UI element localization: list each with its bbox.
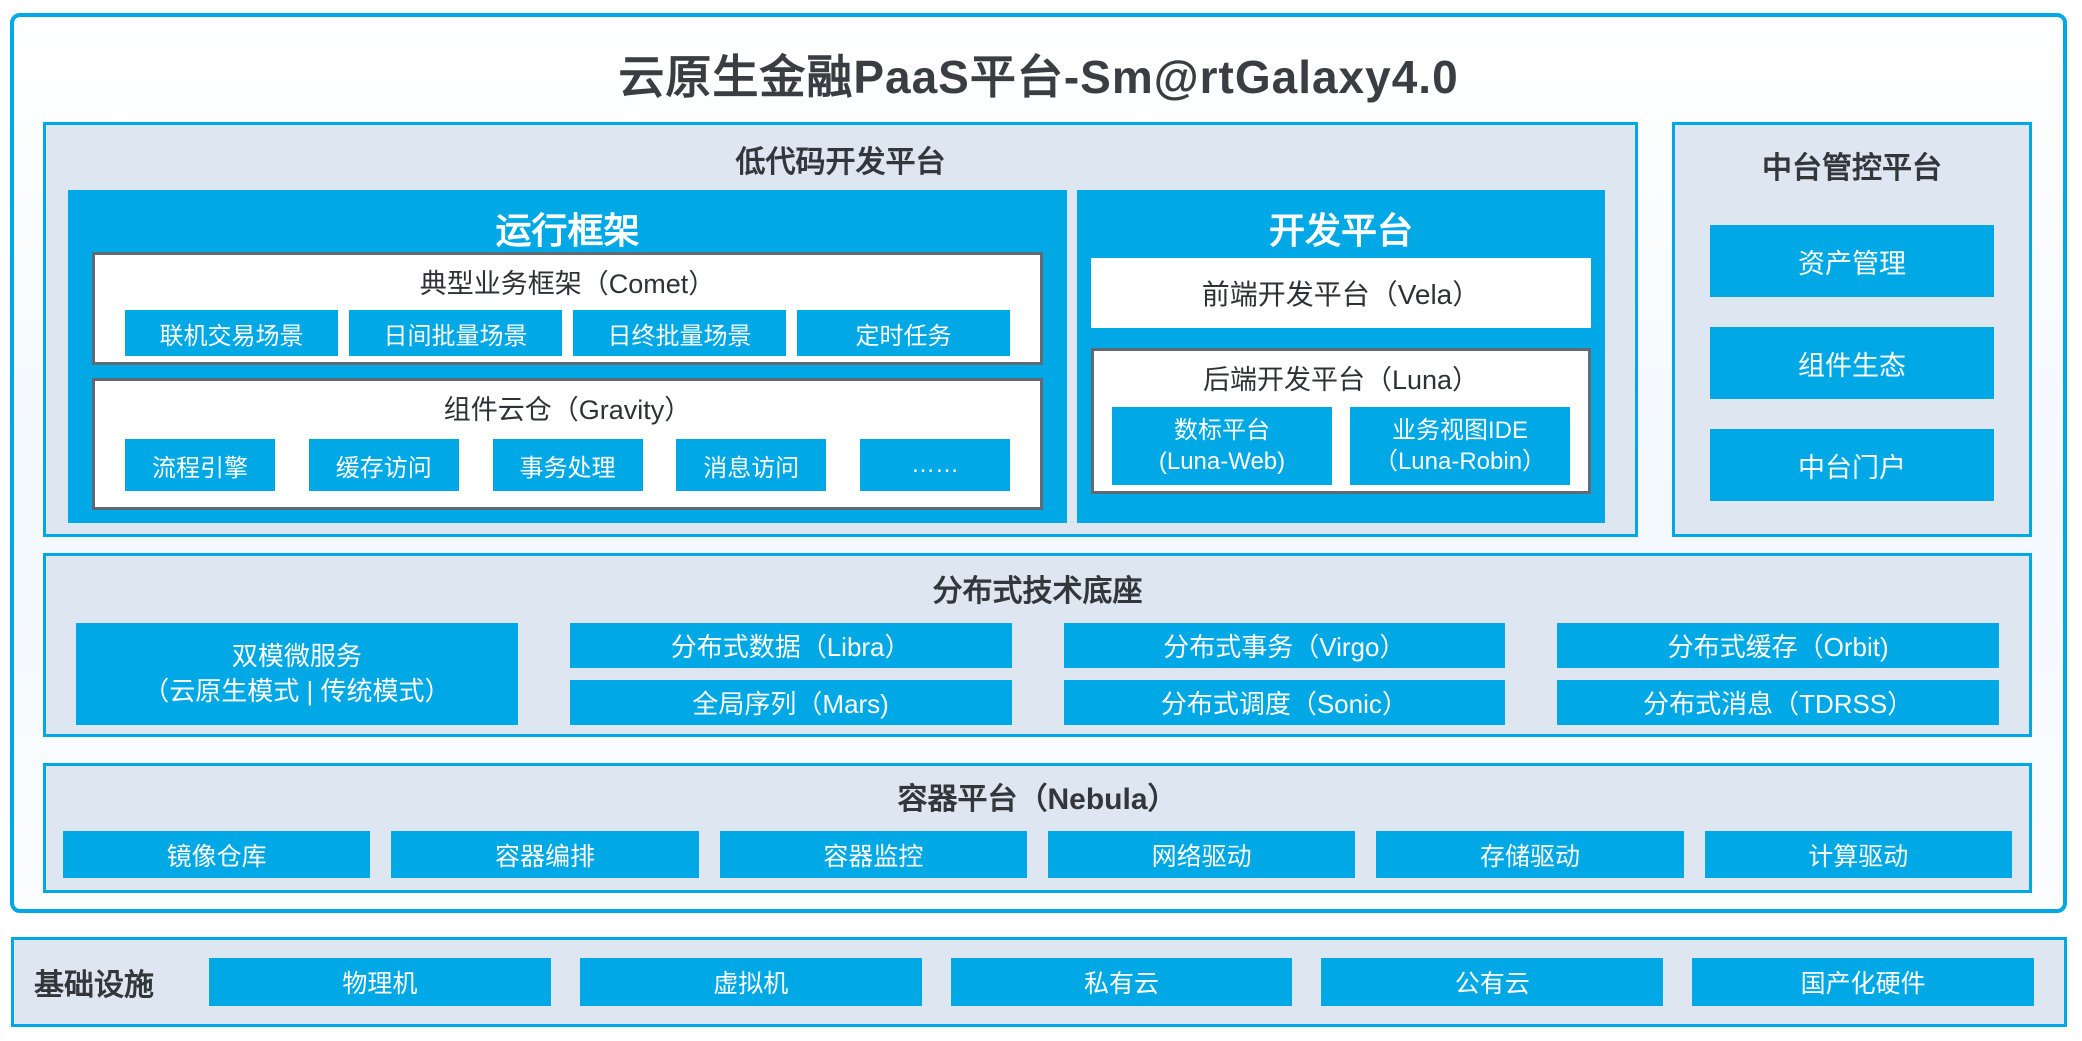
gravity-item: 消息访问	[676, 439, 827, 491]
dual-mode-microservice: 双模微服务 （云原生模式 | 传统模式）	[76, 623, 518, 725]
box-vela: 前端开发平台（Vela）	[1091, 258, 1591, 328]
gravity-item-more: ……	[860, 439, 1010, 491]
box-dev-platform: 开发平台 前端开发平台（Vela） 后端开发平台（Luna） 数标平台 (Lun…	[1077, 190, 1605, 523]
gravity-item: 流程引擎	[125, 439, 275, 491]
gravity-items-row: 流程引擎 缓存访问 事务处理 消息访问 ……	[95, 439, 1040, 491]
midplatform-item-asset: 资产管理	[1710, 225, 1994, 297]
luna-title: 后端开发平台（Luna）	[1202, 365, 1480, 395]
gravity-title: 组件云仓（Gravity）	[443, 395, 692, 425]
comet-item: 日间批量场景	[349, 310, 562, 356]
luna-item-robin-line1: 业务视图IDE	[1391, 416, 1528, 444]
luna-item-web-line2: (Luna-Web)	[1158, 448, 1286, 475]
infrastructure-items-row: 物理机 虚拟机 私有云 公有云 国产化硬件	[209, 958, 2034, 1006]
box-luna: 后端开发平台（Luna） 数标平台 (Luna-Web) 业务视图IDE （Lu…	[1091, 348, 1591, 494]
outer-frame: 云原生金融PaaS平台-Sm@rtGalaxy4.0 低代码开发平台 运行框架 …	[10, 13, 2067, 913]
luna-item-web-line1: 数标平台	[1174, 416, 1270, 444]
comet-item: 日终批量场景	[573, 310, 786, 356]
container-item-registry: 镜像仓库	[63, 831, 371, 878]
container-item-monitoring: 容器监控	[719, 831, 1027, 878]
comet-item: 定时任务	[797, 310, 1010, 356]
midplatform-item-ecosystem: 组件生态	[1710, 327, 1994, 399]
midplatform-title: 中台管控平台	[1762, 152, 1942, 185]
box-comet: 典型业务框架（Comet） 联机交易场景 日间批量场景 日终批量场景 定时任务	[92, 252, 1043, 365]
container-item-storage: 存储驱动	[1376, 831, 1684, 878]
runtime-title: 运行框架	[495, 210, 640, 251]
container-items-row: 镜像仓库 容器编排 容器监控 网络驱动 存储驱动 计算驱动	[46, 831, 2029, 878]
midplatform-item-portal: 中台门户	[1710, 429, 1994, 501]
infra-item-vm: 虚拟机	[579, 958, 922, 1006]
distributed-col-dual: 双模微服务 （云原生模式 | 传统模式）	[76, 623, 518, 725]
dev-title: 开发平台	[1268, 210, 1413, 251]
infra-item-private-cloud: 私有云	[950, 958, 1293, 1006]
distributed-col-2: 分布式事务（Virgo） 分布式调度（Sonic）	[1063, 623, 1506, 725]
dist-item-cache: 分布式缓存（Orbit)	[1557, 623, 1999, 668]
panel-distributed-base: 分布式技术底座 双模微服务 （云原生模式 | 传统模式） 分布式数据（Libra…	[43, 553, 2032, 737]
distributed-col-3: 分布式缓存（Orbit) 分布式消息（TDRSS）	[1557, 623, 1999, 725]
infra-item-physical: 物理机	[209, 958, 551, 1006]
dual-mode-line2: （云原生模式 | 传统模式）	[143, 676, 451, 706]
dist-item-scheduling: 分布式调度（Sonic）	[1063, 680, 1506, 725]
container-item-orchestration: 容器编排	[391, 831, 699, 878]
luna-item-robin: 业务视图IDE （Luna-Robin）	[1350, 407, 1570, 485]
dist-item-sequence: 全局序列（Mars)	[569, 680, 1012, 725]
dist-item-message: 分布式消息（TDRSS）	[1557, 680, 1999, 725]
dist-item-transaction: 分布式事务（Virgo）	[1063, 623, 1506, 668]
panel-infrastructure: 基础设施 物理机 虚拟机 私有云 公有云 国产化硬件	[11, 937, 2067, 1027]
gravity-item: 事务处理	[492, 439, 643, 491]
distributed-title: 分布式技术底座	[932, 575, 1143, 608]
container-platform-title: 容器平台（Nebula）	[897, 783, 1178, 816]
infra-item-public-cloud: 公有云	[1321, 958, 1664, 1006]
dual-mode-line1: 双模微服务	[231, 640, 362, 671]
comet-item: 联机交易场景	[125, 310, 338, 356]
box-gravity: 组件云仓（Gravity） 流程引擎 缓存访问 事务处理 消息访问 ……	[92, 378, 1043, 510]
infra-item-domestic-hw: 国产化硬件	[1692, 958, 2034, 1006]
panel-container-platform: 容器平台（Nebula） 镜像仓库 容器编排 容器监控 网络驱动 存储驱动 计算…	[43, 763, 2032, 893]
luna-items-row: 数标平台 (Luna-Web) 业务视图IDE （Luna-Robin）	[1094, 407, 1588, 485]
distributed-grid: 双模微服务 （云原生模式 | 传统模式） 分布式数据（Libra） 全局序列（M…	[46, 623, 2029, 725]
panel-lowcode-platform: 低代码开发平台 运行框架 典型业务框架（Comet） 联机交易场景 日间批量场景…	[43, 122, 1638, 537]
distributed-col-1: 分布式数据（Libra） 全局序列（Mars)	[569, 623, 1012, 725]
box-runtime-framework: 运行框架 典型业务框架（Comet） 联机交易场景 日间批量场景 日终批量场景 …	[68, 190, 1067, 523]
infrastructure-label: 基础设施	[34, 969, 154, 1002]
luna-item-web: 数标平台 (Luna-Web)	[1112, 407, 1332, 485]
gravity-item: 缓存访问	[308, 439, 459, 491]
panel-midplatform: 中台管控平台 资产管理 组件生态 中台门户	[1672, 122, 2032, 537]
dist-item-data: 分布式数据（Libra）	[569, 623, 1012, 668]
container-item-compute: 计算驱动	[1704, 831, 2012, 878]
luna-item-robin-line2: （Luna-Robin）	[1373, 448, 1547, 475]
container-item-network: 网络驱动	[1047, 831, 1356, 878]
page-title: 云原生金融PaaS平台-Sm@rtGalaxy4.0	[618, 51, 1459, 103]
comet-title: 典型业务框架（Comet）	[419, 269, 716, 299]
lowcode-title: 低代码开发平台	[735, 146, 946, 179]
comet-items-row: 联机交易场景 日间批量场景 日终批量场景 定时任务	[95, 310, 1040, 356]
